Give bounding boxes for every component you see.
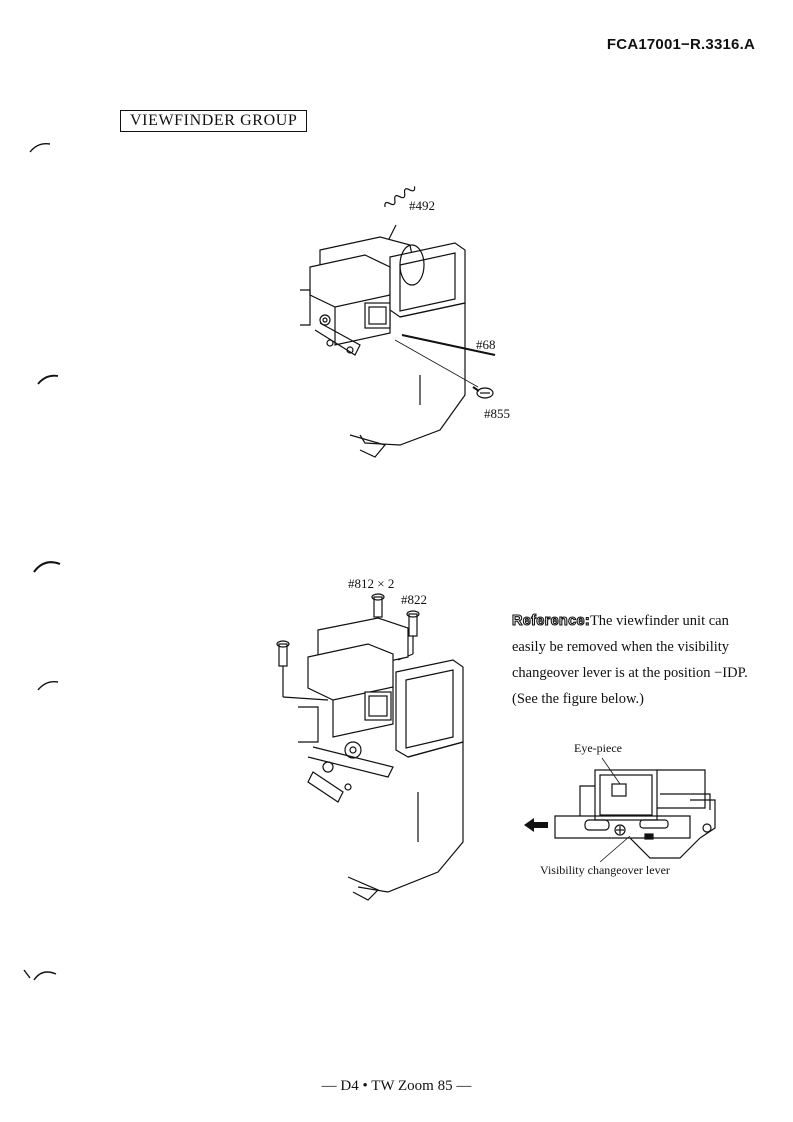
callout-492: #492 (409, 198, 435, 213)
eyepiece-lever-figure-3 (524, 757, 716, 863)
callout-812-x2: #812 × 2 (348, 576, 395, 591)
reference-note: Reference:The viewfinder unit can easily… (511, 608, 762, 712)
eyepiece-label: Eye-piece (574, 741, 622, 755)
margin-mark (29, 142, 51, 153)
margin-mark (37, 680, 59, 691)
screw-part (472, 386, 494, 399)
margin-mark (33, 561, 61, 573)
callout-855: #855 (484, 406, 510, 421)
spring-part (384, 186, 416, 208)
document-code: FCA17001−R.3316.A (606, 36, 755, 53)
margin-mark (37, 374, 59, 385)
viewfinder-exploded-figure-1 (300, 186, 496, 458)
reference-label: Reference: (511, 612, 590, 629)
reference-text: The viewfinder unit can easily be remove… (512, 613, 748, 707)
viewfinder-screws-figure-2 (276, 593, 464, 901)
page-footer: — D4 • TW Zoom 85 — (321, 1078, 472, 1094)
section-title: VIEWFINDER GROUP (120, 110, 308, 132)
margin-mark (23, 969, 57, 981)
callout-822: #822 (401, 592, 427, 607)
lever-label: Visibility changeover lever (540, 863, 670, 877)
screw-812-b (276, 640, 329, 701)
callout-68: #68 (476, 337, 496, 352)
